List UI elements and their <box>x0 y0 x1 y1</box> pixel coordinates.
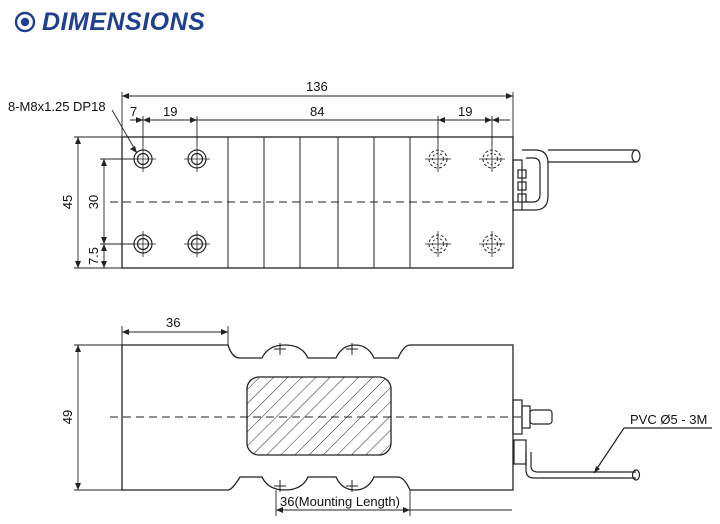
top-dimensions <box>74 92 514 269</box>
side-dimensions <box>74 326 512 516</box>
mounting-hole <box>183 230 211 258</box>
mounting-hole-hidden <box>424 230 452 258</box>
cable-gland-side <box>512 399 712 481</box>
top-view <box>74 92 641 269</box>
section-title: DIMENSIONS <box>42 7 206 36</box>
dim-hole-row-spacing: 30 <box>86 195 101 209</box>
dim-overall-width: 45 <box>60 195 75 209</box>
arrowheads <box>75 93 600 513</box>
mounting-hole-hidden <box>478 145 506 173</box>
mounting-hole-hidden <box>478 230 506 258</box>
mounting-hole <box>183 145 211 173</box>
side-view-body <box>121 344 514 491</box>
target-bullet-icon <box>14 11 36 33</box>
dim-mounting-length: 36(Mounting Length) <box>280 494 400 509</box>
dim-hole-pitch-left: 19 <box>163 104 177 119</box>
dim-overall-length: 136 <box>306 79 328 94</box>
dim-center-span: 84 <box>310 104 324 119</box>
section-header: DIMENSIONS <box>14 6 205 38</box>
dim-edge-to-hole-row: 7.5 <box>86 247 101 265</box>
cable-label: PVC Ø5 - 3M <box>630 412 707 427</box>
dim-hole-spec: 8-M8x1.25 DP18 <box>8 99 106 114</box>
dim-edge-to-hole: 7 <box>130 104 137 119</box>
dim-36-top: 36 <box>166 315 180 330</box>
strain-gauge-area <box>246 376 392 456</box>
mounting-hole-hidden <box>424 145 452 173</box>
dim-hole-pitch-right: 19 <box>458 104 472 119</box>
dim-height: 49 <box>60 410 75 424</box>
cable-gland-top <box>512 149 641 211</box>
side-view <box>74 326 712 516</box>
